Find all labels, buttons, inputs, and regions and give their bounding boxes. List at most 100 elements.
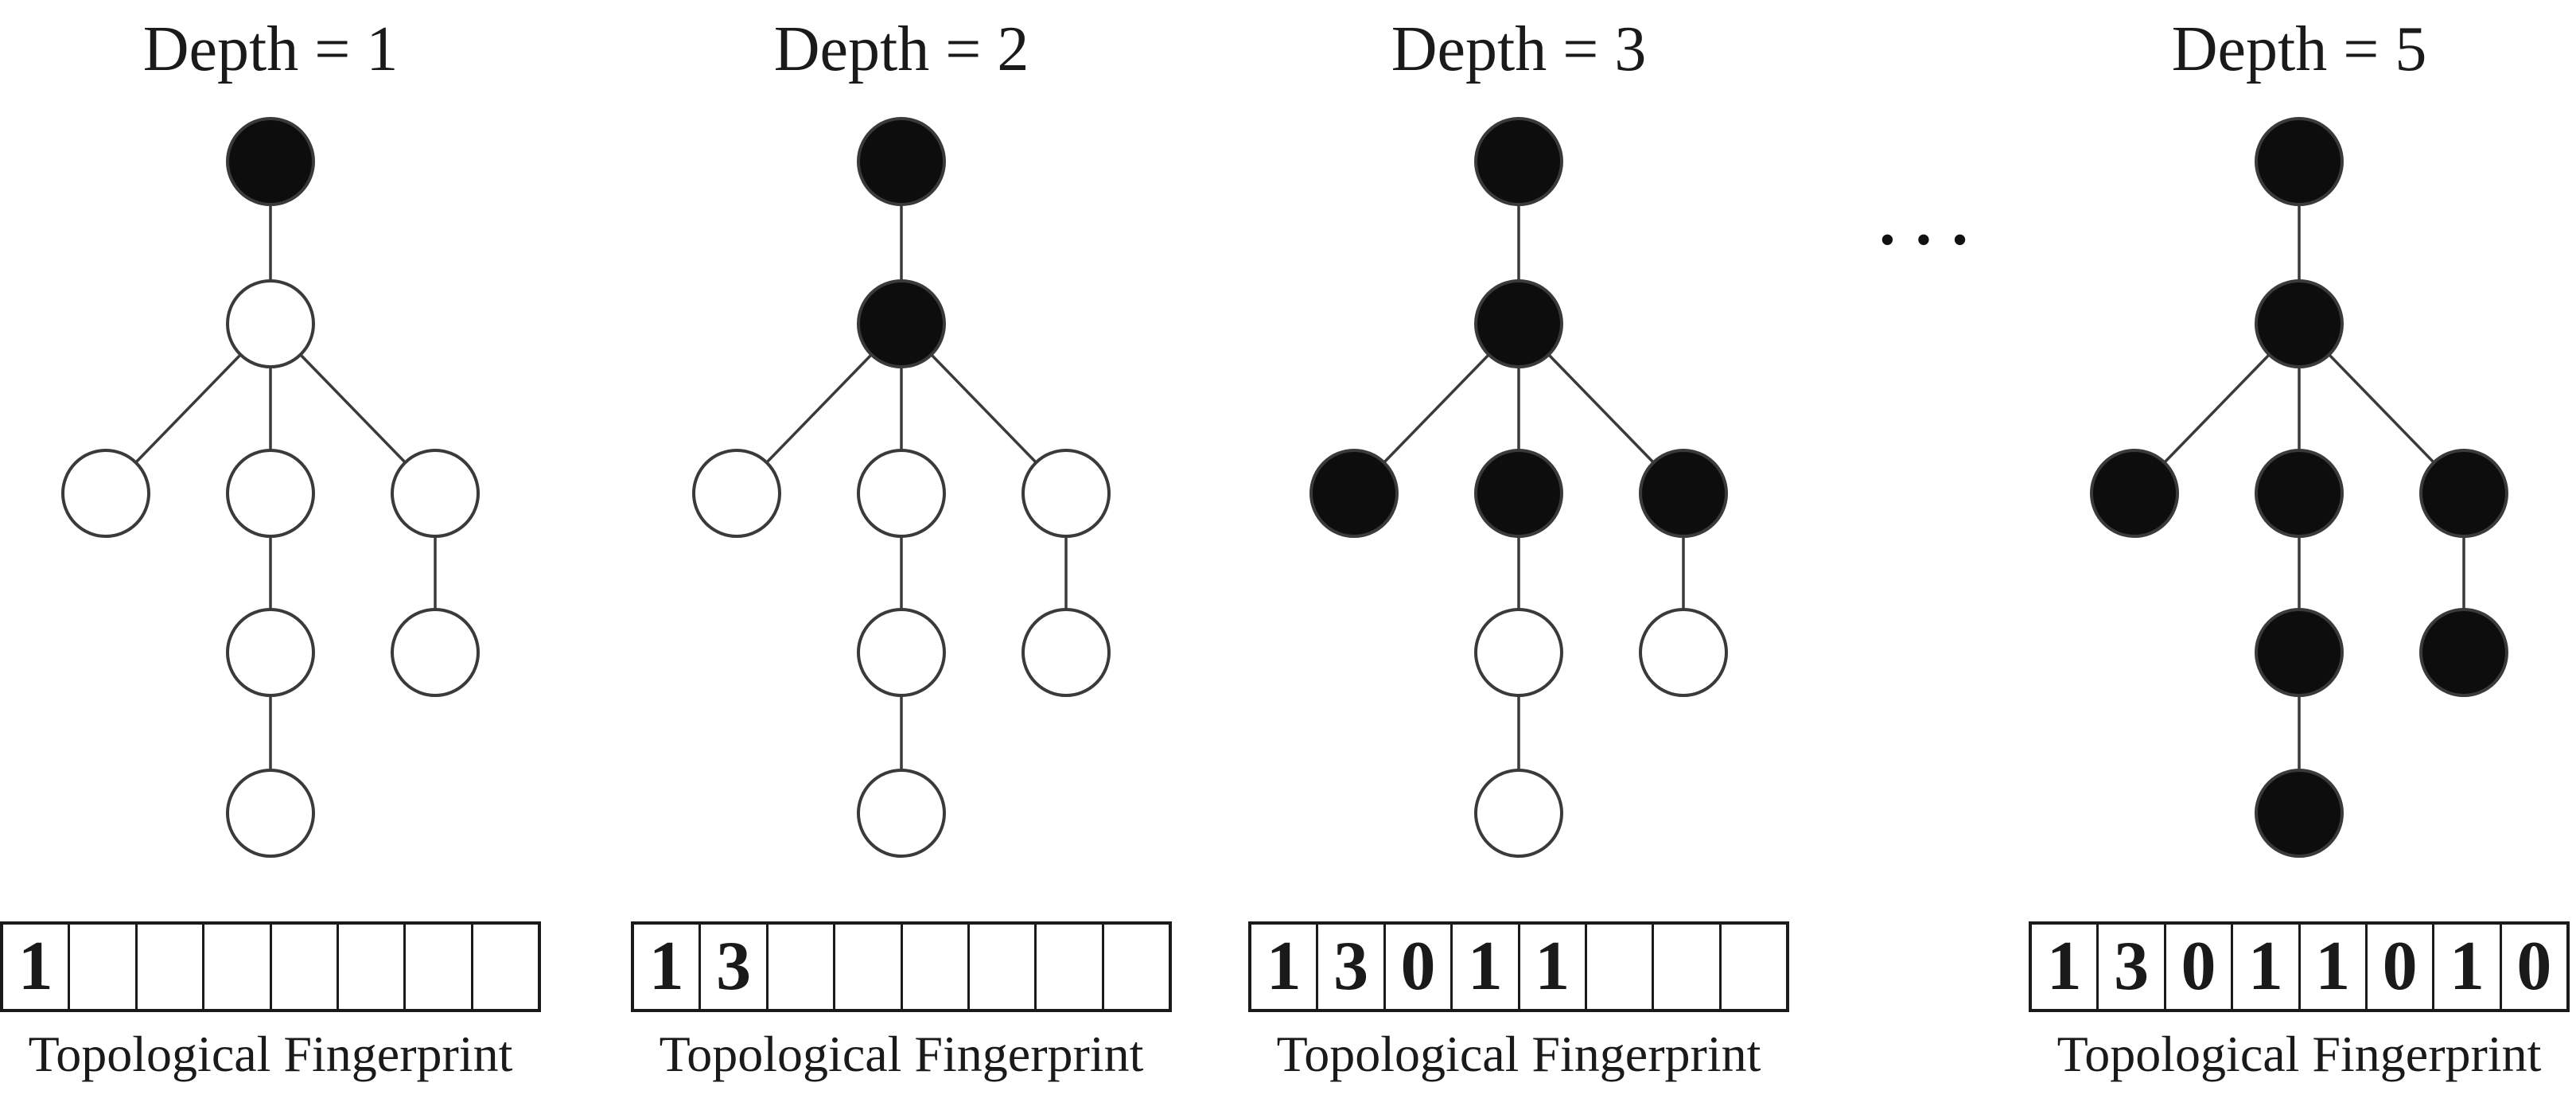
fingerprint-cell bbox=[403, 925, 470, 1009]
fingerprint-cell: 1 bbox=[2032, 925, 2096, 1009]
fingerprint-cell: 1 bbox=[3, 925, 68, 1009]
fingerprint-value: 1 bbox=[18, 928, 53, 1005]
fingerprint-cell bbox=[967, 925, 1034, 1009]
fingerprint-label: Topological Fingerprint bbox=[28, 1026, 513, 1082]
tree-node-right-empty bbox=[391, 449, 480, 538]
fingerprint-cell: 1 bbox=[634, 925, 698, 1009]
tree-node-right-filled bbox=[2419, 449, 2508, 538]
fingerprint-cell bbox=[470, 925, 538, 1009]
tree-node-middle-empty bbox=[226, 449, 315, 538]
tree-node-middle-child-empty bbox=[226, 608, 315, 697]
fingerprint-cell bbox=[1584, 925, 1652, 1009]
fingerprint-cell: 3 bbox=[1316, 925, 1383, 1009]
continuation-ellipsis: • • • bbox=[1879, 216, 1973, 265]
fingerprint-label: Topological Fingerprint bbox=[659, 1026, 1144, 1082]
tree-diagram bbox=[692, 117, 1111, 858]
tree-node-root-filled bbox=[857, 117, 946, 206]
fingerprint-value: 1 bbox=[1535, 928, 1570, 1005]
tree-diagram bbox=[61, 117, 480, 858]
tree-node-middle-grandchild-empty bbox=[226, 769, 315, 858]
fingerprint-cell: 1 bbox=[2432, 925, 2499, 1009]
tree-diagram bbox=[1309, 117, 1728, 858]
fingerprint-label: Topological Fingerprint bbox=[2057, 1026, 2542, 1082]
tree-diagram bbox=[2090, 117, 2508, 858]
tree-node-left-empty bbox=[61, 449, 150, 538]
fingerprint-value: 1 bbox=[648, 928, 684, 1005]
tree-node-right-child-empty bbox=[391, 608, 480, 697]
fingerprint-cell bbox=[134, 925, 202, 1009]
tree-node-right-child-empty bbox=[1639, 608, 1728, 697]
fingerprint-value: 1 bbox=[2247, 928, 2283, 1005]
fingerprint-row: 1 bbox=[0, 921, 541, 1012]
tree-node-middle-grandchild-filled bbox=[2255, 769, 2344, 858]
fingerprint-cell bbox=[336, 925, 403, 1009]
tree-node-middle-child-empty bbox=[1474, 608, 1563, 697]
fingerprint-cell bbox=[68, 925, 134, 1009]
fingerprint-cell bbox=[202, 925, 269, 1009]
tree-node-child-filled bbox=[2255, 279, 2344, 368]
tree-node-root-filled bbox=[2255, 117, 2344, 206]
tree-node-middle-grandchild-empty bbox=[1474, 769, 1563, 858]
fingerprint-value: 1 bbox=[1266, 928, 1302, 1005]
fingerprint-value: 3 bbox=[2114, 928, 2150, 1005]
fingerprint-cell: 0 bbox=[1383, 925, 1450, 1009]
tree-node-middle-grandchild-empty bbox=[857, 769, 946, 858]
tree-node-middle-child-filled bbox=[2255, 608, 2344, 697]
tree-node-right-child-filled bbox=[2419, 608, 2508, 697]
tree-node-middle-child-empty bbox=[857, 608, 946, 697]
tree-node-middle-filled bbox=[1474, 449, 1563, 538]
tree-node-left-filled bbox=[1309, 449, 1399, 538]
fingerprint-value: 1 bbox=[2046, 928, 2082, 1005]
panel-title: Depth = 5 bbox=[2171, 14, 2427, 84]
tree-node-left-empty bbox=[692, 449, 781, 538]
fingerprint-cell bbox=[269, 925, 337, 1009]
tree-node-root-filled bbox=[1474, 117, 1563, 206]
tree-node-left-filled bbox=[2090, 449, 2179, 538]
fingerprint-value: 1 bbox=[2449, 928, 2485, 1005]
fingerprint-value: 0 bbox=[1400, 928, 1436, 1005]
fingerprint-cell: 1 bbox=[1450, 925, 1517, 1009]
panel-title: Depth = 1 bbox=[142, 14, 399, 84]
depth-panel-1: Depth = 1 1 Topological Fingerprint bbox=[0, 0, 541, 1106]
fingerprint-value: 1 bbox=[2315, 928, 2351, 1005]
tree-node-right-empty bbox=[1021, 449, 1111, 538]
fingerprint-cell bbox=[765, 925, 833, 1009]
fingerprint-cell: 0 bbox=[2364, 925, 2432, 1009]
fingerprint-cell: 0 bbox=[2499, 925, 2566, 1009]
tree-node-root-filled bbox=[226, 117, 315, 206]
fingerprint-value: 1 bbox=[1467, 928, 1503, 1005]
fingerprint-cell: 0 bbox=[2163, 925, 2231, 1009]
fingerprint-cell: 1 bbox=[2231, 925, 2298, 1009]
fingerprint-cell bbox=[1034, 925, 1101, 1009]
tree-node-child-empty bbox=[226, 279, 315, 368]
tree-node-right-child-empty bbox=[1021, 608, 1111, 697]
fingerprint-value: 3 bbox=[1333, 928, 1369, 1005]
panel-title: Depth = 2 bbox=[773, 14, 1029, 84]
fingerprint-value: 3 bbox=[716, 928, 752, 1005]
fingerprint-cell bbox=[1718, 925, 1786, 1009]
tree-node-middle-empty bbox=[857, 449, 946, 538]
fingerprint-cell bbox=[833, 925, 900, 1009]
tree-node-right-filled bbox=[1639, 449, 1728, 538]
fingerprint-cell: 1 bbox=[1517, 925, 1585, 1009]
fingerprint-cell: 3 bbox=[698, 925, 765, 1009]
fingerprint-cell bbox=[900, 925, 967, 1009]
fingerprint-value: 0 bbox=[2516, 928, 2552, 1005]
panel-title: Depth = 3 bbox=[1391, 14, 1647, 84]
fingerprint-cell: 1 bbox=[2298, 925, 2365, 1009]
tree-node-child-filled bbox=[1474, 279, 1563, 368]
fingerprint-value: 0 bbox=[2382, 928, 2418, 1005]
tree-node-child-filled bbox=[857, 279, 946, 368]
fingerprint-label: Topological Fingerprint bbox=[1276, 1026, 1761, 1082]
fingerprint-cell: 1 bbox=[1251, 925, 1316, 1009]
fingerprint-value: 0 bbox=[2181, 928, 2216, 1005]
fingerprint-cell bbox=[1652, 925, 1718, 1009]
tree-node-middle-filled bbox=[2255, 449, 2344, 538]
